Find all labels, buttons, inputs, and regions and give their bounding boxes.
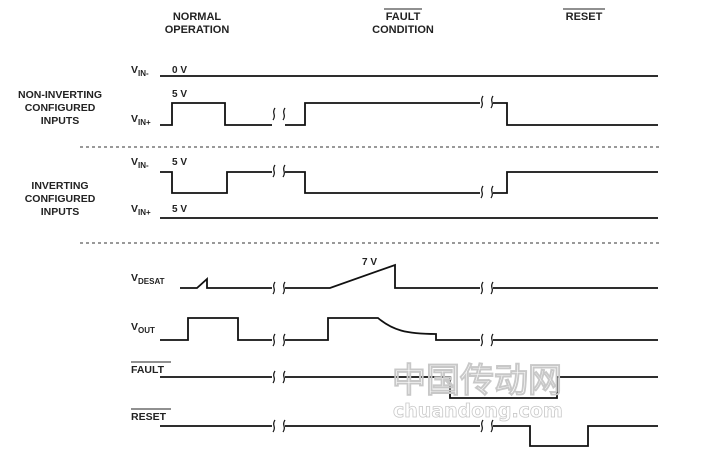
waveforms [160, 75, 658, 447]
group-inverting-line1: INVERTING [31, 180, 88, 192]
label-fault: FAULT [131, 364, 165, 376]
header-reset: RESET [566, 11, 603, 23]
label-vout: VOUT [131, 321, 155, 335]
value-vdesat-7v: 7 V [362, 257, 377, 268]
label-vin-minus-2: VIN- [131, 156, 149, 170]
value-vin-plus2-5v: 5 V [172, 204, 187, 215]
value-vin-minus-0v: 0 V [172, 65, 187, 76]
watermark-url: chuandong.com [393, 400, 563, 422]
header-fault-line2: CONDITION [372, 24, 434, 36]
group-noninverting-line2: CONFIGURED [25, 102, 96, 114]
label-vdesat: VDESAT [131, 272, 165, 286]
header-normal-line2: OPERATION [165, 24, 230, 36]
group-noninverting-line1: NON-INVERTING [18, 89, 102, 101]
waveform-reset [160, 425, 658, 447]
waveform-fault [160, 376, 658, 399]
value-vin-plus-5v: 5 V [172, 89, 187, 100]
label-reset: RESET [131, 411, 167, 423]
break-mark-col2 [480, 95, 494, 433]
time-break-marks [272, 95, 494, 433]
watermark-chinese: 中国传动网 [392, 361, 562, 401]
group-noninverting-line3: INPUTS [41, 115, 80, 127]
group-inverting-line2: CONFIGURED [25, 193, 96, 205]
waveform-vdesat [180, 263, 658, 289]
waveform-vin-minus-2 [160, 171, 658, 194]
watermark: 中国传动网 chuandong.com [392, 361, 564, 423]
label-vin-minus-1: VIN- [131, 64, 149, 78]
break-mark-col1 [272, 107, 286, 433]
label-vin-plus-2: VIN+ [131, 203, 151, 217]
waveform-vin-plus-1 [160, 102, 658, 126]
value-vin-minus-5v: 5 V [172, 157, 187, 168]
group-inverting-line3: INPUTS [41, 206, 80, 218]
header-normal-line1: NORMAL [173, 11, 222, 23]
header-fault-line1: FAULT [386, 11, 421, 23]
waveform-vout [160, 317, 658, 341]
label-vin-plus-1: VIN+ [131, 113, 151, 127]
